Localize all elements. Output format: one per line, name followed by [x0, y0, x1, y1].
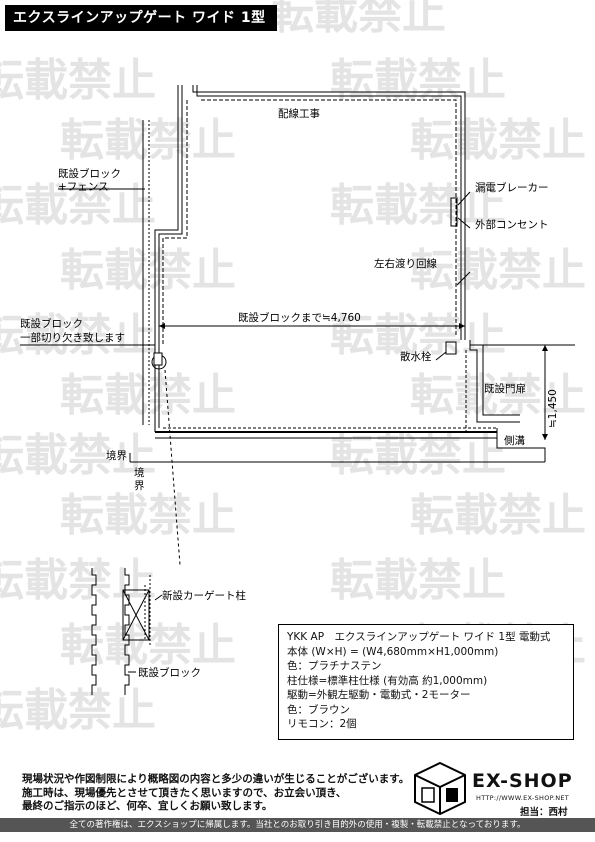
- spec-line-product: YKK AP エクスラインアップゲート ワイド 1型 電動式: [287, 631, 551, 643]
- post-plan-mark: [153, 352, 163, 366]
- logo-url: HTTP://WWW.EX-SHOP.NET: [476, 794, 570, 802]
- spec-line-drive: 駆動=外観左駆動・電動式・2モーター: [287, 689, 471, 701]
- footer-note: 現場状況や作図制限により概略図の内容と多少の違いが生じることがございます。: [22, 773, 410, 785]
- spec-box: YKK AP エクスラインアップゲート ワイド 1型 電動式 本体 (W×H) …: [278, 624, 574, 740]
- label-new-post: 新設カーゲート柱: [162, 589, 246, 602]
- block-edge-right: [144, 575, 151, 645]
- spec-line-remote: リモコン：2個: [287, 718, 357, 730]
- label-outdoor-outlet: 外部コンセント: [475, 218, 549, 231]
- existing-gate-wall: [469, 340, 520, 423]
- block-edge-middle: [124, 568, 130, 695]
- house-wall-top-inner: [196, 85, 462, 340]
- label-wiring-work: 配線工事: [278, 107, 320, 120]
- label-block-cut: 既設ブロック: [20, 317, 83, 330]
- block-edge-left: [91, 568, 97, 695]
- footer-notes: 現場状況や作図制限により概略図の内容と多少の違いが生じることがございます。 施工…: [22, 773, 410, 814]
- label-existing-gate: 既設門扉: [484, 382, 526, 395]
- label-existing-block-fence-sub: +フェンス: [58, 181, 109, 193]
- house-wall-left-outer: [154, 85, 179, 432]
- wiring-line-left: [162, 100, 188, 345]
- label-block-cut-sub: 一部切り欠き致します: [20, 331, 125, 344]
- label-width-dimension: 既設ブロックまで≒4,760: [238, 311, 361, 324]
- spec-line-post: 柱仕様=標準柱仕様 (有効高 約1,000mm): [287, 674, 488, 687]
- height-arrow-top: [542, 345, 548, 351]
- existing-gate-leaf: [482, 345, 520, 416]
- house-wall-left-inner: [158, 85, 183, 428]
- wiring-line-top: [201, 99, 457, 335]
- label-boundary-vertical-1: 境: [134, 466, 145, 479]
- label-boundary-vertical-2: 界: [134, 480, 145, 492]
- staff-in-charge: 担当：西村: [520, 807, 568, 818]
- detail-connector: [164, 369, 181, 566]
- spec-line-color: 色：プラチナステン: [287, 660, 382, 672]
- house-wall-top-outer: [192, 85, 466, 340]
- width-arrow-right: [459, 323, 465, 329]
- leader-crossing-wire: [456, 271, 471, 286]
- new-post-outline: [122, 589, 150, 641]
- company-logo: EX-SHOP HTTP://WWW.EX-SHOP.NET 担当：西村: [410, 760, 580, 818]
- leader-outlet: [457, 217, 471, 229]
- label-existing-block-detail: 既設ブロック: [138, 666, 201, 679]
- footer-note: 施工時は、現場優先とさせて頂きたく思いますので、お立会い頂き、: [22, 786, 347, 799]
- height-arrow-bottom: [542, 434, 548, 440]
- footer-note: 最終のご指示のほど、何卒、宜しくお願い致します。: [22, 800, 273, 812]
- side-ditch-outline: [496, 428, 546, 462]
- new-post-cross-b: [122, 589, 150, 641]
- leader-new-post: [154, 594, 163, 601]
- label-boundary: 境界: [106, 449, 127, 462]
- label-crossing-wiring: 左右渡り回線: [374, 257, 437, 270]
- page-title: エクスラインアップゲート ワイド 1型 電動式: [5, 5, 277, 52]
- spec-line-size: 本体 (W×H) = (W4,680mm×H1,000mm): [287, 645, 499, 658]
- post-detail-drawing: [91, 568, 163, 695]
- copyright-bar: 全ての著作権は、エクスショップに帰属します。当社とのお取り引き目的外の使用・複製…: [0, 818, 595, 832]
- label-existing-block-fence: 既設ブロック: [58, 167, 121, 180]
- cube-logo-icon: [414, 761, 466, 815]
- label-earth-leakage-breaker: 漏電ブレーカー: [475, 181, 549, 194]
- label-drain-plug: 散水栓: [400, 350, 432, 363]
- label-side-ditch: 側溝: [504, 434, 525, 447]
- leader-drain: [435, 351, 447, 361]
- breaker-box: [450, 197, 458, 227]
- label-height-dimension: ≒1,450: [547, 389, 559, 428]
- width-arrow-left: [159, 323, 165, 329]
- leader-breaker: [457, 191, 471, 206]
- drain-plug-box: [445, 341, 457, 355]
- spec-line-drive-color: 色：ブラウン: [287, 703, 350, 716]
- logo-name: EX-SHOP: [472, 770, 573, 792]
